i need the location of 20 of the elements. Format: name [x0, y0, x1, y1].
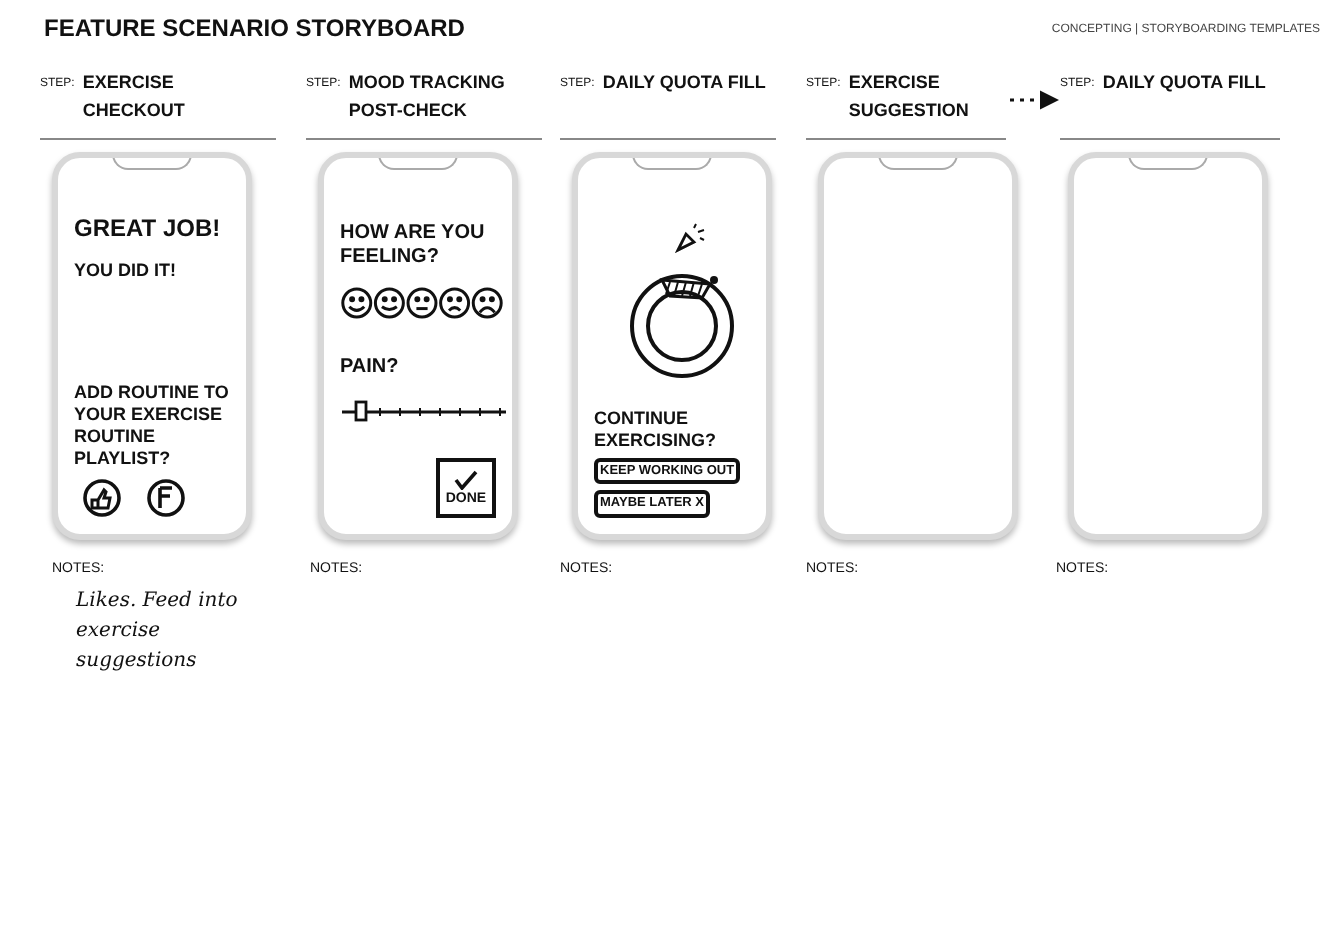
screen-question: ADD ROUTINE TO YOUR EXERCISE ROUTINE PLAYLIST?: [74, 382, 230, 470]
phone-frame: [572, 152, 772, 540]
done-button: [436, 458, 496, 518]
screen-question: HOW ARE YOU FEELING?: [340, 222, 487, 270]
step-title: DAILY QUOTA FILL: [1102, 70, 1266, 96]
step-title: DAILY QUOTA FILL: [602, 70, 766, 96]
screen-text: YOU DID IT!: [74, 258, 178, 284]
screen-question: CONTINUE EXERCISING?: [594, 407, 719, 451]
phone-frame: [1068, 152, 1268, 540]
step-title: MOOD TRACKING POST-CHECK: [348, 70, 507, 124]
screen-heading: GREAT JOB!: [74, 214, 223, 242]
phone-frame: [52, 152, 252, 540]
step-title: EXERCISE SUGGESTION: [848, 70, 971, 124]
screen-question: PAIN?: [340, 354, 401, 382]
handwritten-note: Likes. Feed into exercise suggestions: [76, 588, 240, 676]
arrow: [1010, 90, 1060, 110]
title: FEATURE SCENARIO STORYBOARD: [44, 12, 465, 46]
phone-frame: [818, 152, 1018, 540]
step-title: EXERCISE CHECKOUT: [82, 70, 187, 124]
phone-frame: [318, 152, 518, 540]
